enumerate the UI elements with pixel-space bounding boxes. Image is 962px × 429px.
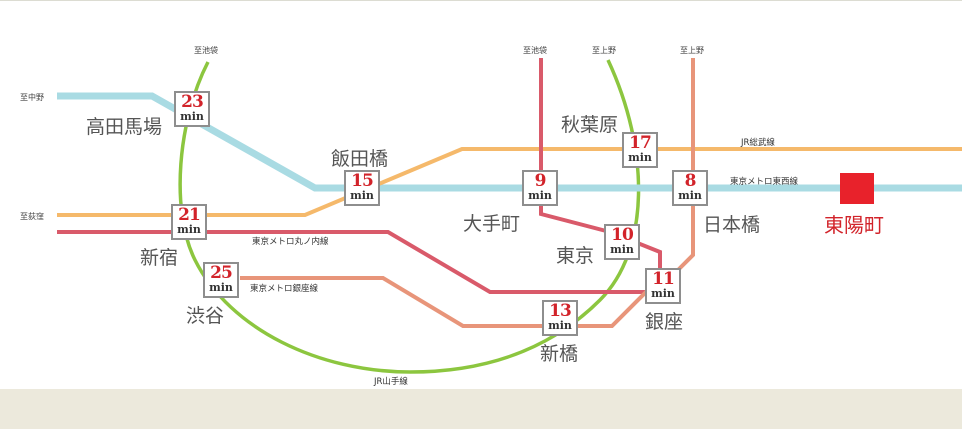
tozai-line xyxy=(57,92,962,192)
station-shimbashi: 新橋 xyxy=(540,343,579,365)
direction-nakano: 至中野 xyxy=(20,93,44,102)
line-label-marunouchi: 東京メトロ丸ノ内線 xyxy=(252,237,329,247)
route-map xyxy=(57,58,962,374)
direction-ikebukuro-marunouchi: 至池袋 xyxy=(523,46,547,55)
station-takadanobaba: 高田馬場 xyxy=(86,116,163,138)
line-label-ginza: 東京メトロ銀座線 xyxy=(250,284,319,294)
marunouchi-line-west xyxy=(57,230,660,294)
line-label-sobu: JR総武線 xyxy=(741,138,775,148)
ueno-line xyxy=(676,58,695,272)
direction-ueno-hibiya: 至上野 xyxy=(680,46,704,55)
station-shibuya: 渋谷 xyxy=(186,305,225,327)
destination-name: 東陽町 xyxy=(824,213,884,237)
station-ginza: 銀座 xyxy=(645,311,684,333)
direction-ogikubo: 至荻窪 xyxy=(20,212,44,221)
top-border xyxy=(0,0,962,1)
station-otemachi: 大手町 xyxy=(463,213,521,235)
destination-marker-icon xyxy=(840,173,874,204)
station-akihabara: 秋葉原 xyxy=(561,114,619,136)
ginza-line xyxy=(240,276,662,328)
station-shinjuku: 新宿 xyxy=(140,247,179,269)
footer-band xyxy=(0,389,962,429)
station-nihonbashi: 日本橋 xyxy=(703,214,761,236)
line-label-tozai: 東京メトロ東西線 xyxy=(730,177,799,187)
station-tokyo: 東京 xyxy=(556,245,595,267)
station-iidabashi: 飯田橋 xyxy=(331,148,389,170)
line-label-yamanote: JR山手線 xyxy=(374,377,408,387)
direction-ikebukuro-yamanote: 至池袋 xyxy=(194,46,218,55)
direction-ueno-yamanote: 至上野 xyxy=(592,46,616,55)
